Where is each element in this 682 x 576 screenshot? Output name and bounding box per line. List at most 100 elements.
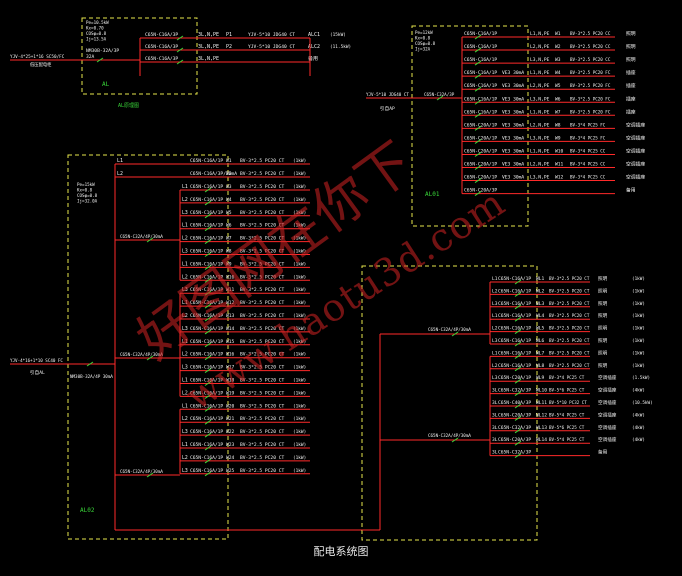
panel-al01-spec: COSφ=0.8 [415,41,436,46]
panel-al02-spec: COSφ=0.8 [77,193,98,198]
panel-al01-circuit-breaker: C65N-C20A/3P [464,188,497,194]
panel-al02-circuit-breaker: C65N-C16A/1P [190,416,223,422]
panel-al02-circuit-cable: BV-3*2.5 PC20 CT [240,352,284,358]
panel-al01-circuit-cable: BV-3*4 PC25 CC [570,148,606,153]
panel-al02-group-breaker: C65N-C32A/4P/30mA [120,469,163,474]
panel-al02-line-no: W1 [226,158,232,164]
panel-al02-circuit-phase: L3 [182,326,188,332]
panel-al02-circuit-phase: L1 [182,300,188,306]
panel-al02-circuit-load: (1kW) [293,274,306,280]
panel-al03-circuit-no: WL1 [536,276,545,282]
panel-al01-circuit-rcd: VE3 30mA [502,96,524,102]
panel-al03-circuit-no: WL10 [536,388,547,394]
panel-al03-circuit-breaker: C65N-C40A/3P [498,400,531,406]
panel-al02-circuit-phase: L2 [182,352,188,358]
panel-al01-circuit-cable: BV-3*2.5 PC20 CC [570,31,611,36]
panel-al02-circuit-breaker-symbol [204,213,212,219]
panel-al03-circuit-phase: L1 [492,276,498,282]
panel-al02-group-breaker-symbol [146,355,154,361]
panel-al01-circuit-cable: BV-3*2.5 PC20 FC [570,109,611,114]
panel-al01-circuit-breaker-symbol [474,47,482,53]
panel-al03-circuit-dest: 照明 [598,313,608,319]
panel-al01-main-breaker-symbol [436,95,444,101]
panel-al02-circuit-no: W3 [226,184,232,190]
panel-al01-circuit-breaker: C65N-C16A/1P [464,44,497,50]
panel-al01-circuit-dest: 照明 [626,57,636,63]
panel-al01-circuit-breaker: C65N-C20A/1P [464,122,497,128]
panel-al02-circuit-breaker: C65N-C16A/1P [190,210,223,216]
panel-al02-circuit-breaker-symbol [204,432,212,438]
panel-al01-circuit-breaker-symbol [474,138,482,144]
panel-al02-circuit-no: W14 [226,326,235,332]
panel-al02-circuit-breaker-symbol [204,445,212,451]
panel-al03-circuit-phase: L1 [492,313,498,319]
panel-al01-circuit-cable: BV-3*4 PC25 CC [570,162,606,167]
panel-al02-circuit-phase: L2 [182,197,188,203]
panel-al-spec: Pe=10.5kW [86,20,109,25]
panel-al02-circuit-cable: BV-3*2.5 PC20 CT [240,261,284,267]
panel-al01-circuit-dest: 空调插座 [626,147,645,154]
panel-al02-circuit-load: (1kW) [293,403,306,409]
panel-al01-circuit-rcd: VE3 30mA [502,70,524,76]
panel-al02-spec: Pe=15kW [77,182,95,187]
panel-al02-line-load: (1kW) [293,158,306,164]
panel-al02-circuit-breaker: C65N-C16A/1P [190,339,223,345]
panel-al02-circuit-breaker: C65N-C16A/1P [190,300,223,306]
panel-al02-circuit-load: (1kW) [293,223,306,229]
panel-al01-circuit-no: W3 [555,57,561,63]
panel-al03-group-breaker-symbol [451,331,459,337]
panel-al01-circuit-phase: L1,N,PE [530,70,550,76]
panel-al01-circuit-no: W1 [555,31,561,37]
panel-al02-circuit-breaker: C65N-C16A/1P [190,287,223,293]
panel-al02-circuit-cable: BV-3*2.5 PC20 CT [240,236,284,242]
panel-al01-circuit-dest: 空调插座 [626,134,645,141]
panel-al02-group-breaker: C65N-C32A/4P/30mA [120,234,163,239]
panel-al03-circuit-phase: L3 [492,375,498,381]
panel-al03-circuit-phase: 3L [492,450,498,456]
panel-al02-line-no: W2 [226,171,232,177]
panel-al-circuit-breaker: C65N-C16A/3P [145,32,178,38]
panel-al03-circuit-breaker-symbol [514,341,522,347]
panel-al01-circuit-breaker: C65N-C20A/1P [464,162,497,168]
panel-al01-circuit-phase: L3,N,PE [530,135,550,141]
panel-al03-circuit-cable: BV-3*2.5 PC20 CT [549,276,590,281]
panel-al-frame [81,17,198,95]
panel-al02-circuit-cable: BV-3*2.5 PC20 CT [240,210,284,216]
panel-al02-line-load: (1kW) [293,171,306,177]
panel-al03-circuit-no: WL8 [536,363,545,369]
panel-al03-circuit-cable: BV-3*2.5 PC20 CT [549,363,590,368]
panel-al02-circuit-load: (1kW) [293,429,306,435]
panel-al02-spec: Kx=0.8 [77,188,93,193]
panel-al01-circuit-cable: BV-3*2.5 PC20 FC [570,83,611,88]
panel-al03-circuit-breaker-symbol [514,316,522,322]
panel-al03-circuit-load: (1kW) [632,326,645,332]
panel-al02-circuit-cable: BV-3*2.5 PC20 CT [240,339,284,345]
panel-al02-circuit-breaker: C65N-C16A/1P [190,184,223,190]
panel-al02-circuit-load: (1kW) [293,455,306,461]
panel-al02-circuit-no: W22 [226,429,235,435]
panel-al02-circuit-cable: BV-3*2.5 PC20 CT [240,390,284,396]
panel-al02-circuit-load: (1kW) [293,468,306,474]
panel-al02-circuit-no: W6 [226,223,232,229]
panel-al01-circuit-phase: L2,N,PE [530,122,550,128]
panel-al02-circuit-cable: BV-3*2.5 PC20 CT [240,274,284,280]
panel-al03-circuit-dest: 空调插座 [598,374,617,381]
panel-al02-circuit-load: (1kW) [293,184,306,190]
panel-al02-circuit-breaker: C65N-C16A/1P [190,261,223,267]
panel-al02-circuit-phase: L2 [182,313,188,319]
panel-al02-circuit-load: (1kW) [293,326,306,332]
panel-al02-circuit-breaker: C65N-C16A/1P [190,274,223,280]
panel-al02-line-cable: BV-3*2.5 PC20 CT [240,171,284,177]
panel-al02-circuit-cable: BV-3*2.5 PC20 CT [240,197,284,203]
panel-al01-circuit-dest: 备用 [626,187,636,194]
panel-al03-circuit-phase: L3 [492,338,498,344]
panel-al02-circuit-phase: L1 [182,339,188,345]
panel-al03-circuit-load: (4kW) [632,437,645,443]
panel-al02-circuit-load: (1kW) [293,210,306,216]
panel-al01-circuit-breaker: C65N-C16A/1P [464,109,497,115]
panel-al02-circuit-breaker-symbol [204,368,212,374]
panel-al02-circuit-load: (1kW) [293,365,306,371]
panel-al02-circuit-breaker-symbol [204,264,212,270]
panel-al-caption: AL原理图 [118,103,139,109]
panel-al03-circuit-dest: 空调插座 [598,424,617,431]
